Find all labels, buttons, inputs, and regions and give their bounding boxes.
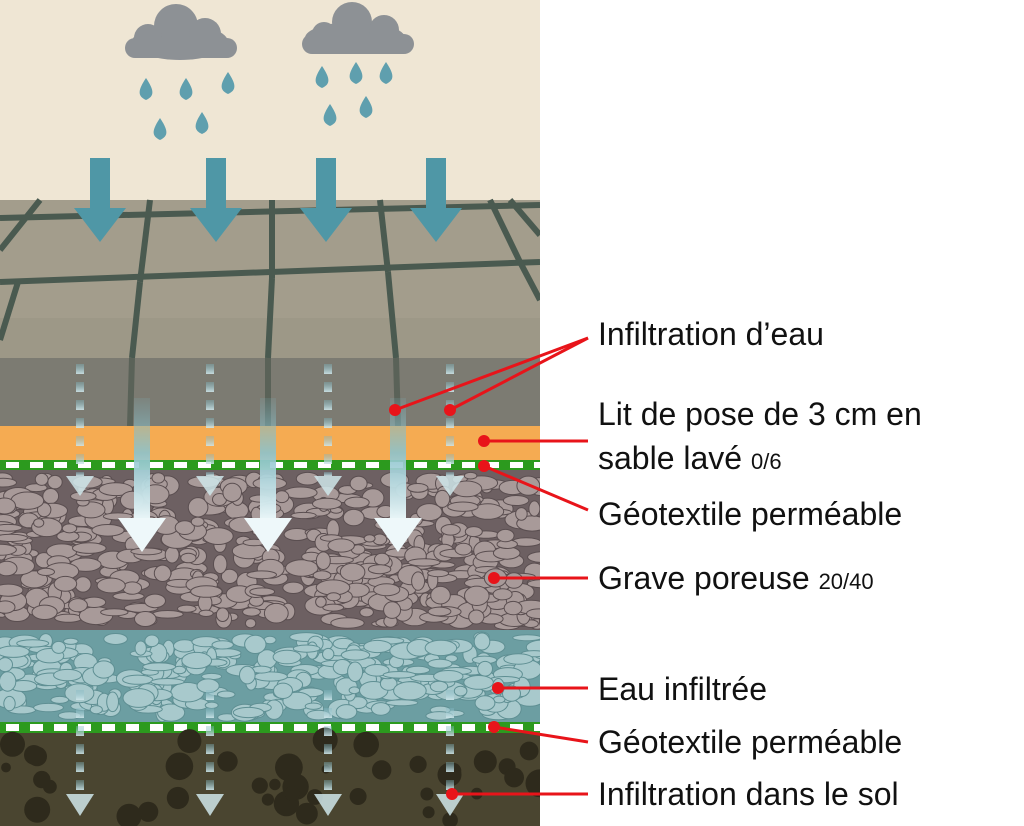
water-layer — [0, 630, 540, 723]
arrow-down-icon — [314, 364, 342, 496]
raindrop-icon — [153, 118, 167, 140]
leader-lines — [394, 336, 589, 796]
leader-dots — [389, 404, 504, 800]
arrow-down-icon — [374, 398, 422, 552]
arrow-down-icon — [244, 398, 292, 552]
label-gravel-text: Grave poreuse — [598, 560, 810, 596]
arrow-down-icon — [314, 690, 342, 816]
arrow-down-icon — [196, 690, 224, 816]
label-geotextile-bottom: Géotextile perméable — [598, 724, 902, 760]
label-geotextile-top-text: Géotextile perméable — [598, 496, 903, 532]
label-soil: Infiltration dans le sol — [598, 776, 899, 812]
raindrop-icon — [195, 112, 209, 134]
label-infiltration-text: Infiltration d’eau — [598, 316, 824, 352]
arrow-down-icon — [118, 398, 422, 552]
arrow-down-icon — [66, 690, 464, 816]
label-gravel: Grave poreuse 20/40 — [598, 560, 874, 600]
label-sand-bed: Lit de pose de 3 cm en sable lavé 0/6 — [598, 396, 922, 480]
cloud-icon — [125, 4, 237, 60]
label-infiltration: Infiltration d’eau — [598, 316, 824, 352]
raindrop-icon — [349, 62, 363, 84]
geotextile-bottom — [0, 722, 540, 733]
label-gravel-grading: 20/40 — [818, 569, 874, 594]
raindrop-icon — [221, 72, 235, 94]
label-water: Eau infiltrée — [598, 671, 767, 707]
arrow-down-icon — [66, 364, 94, 496]
arrow-down-icon — [66, 364, 464, 496]
pavers-layer — [0, 198, 540, 427]
arrow-down-icon — [118, 398, 166, 552]
gravel-layer — [0, 470, 540, 631]
arrow-down-icon — [74, 158, 462, 242]
label-soil-text: Infiltration dans le sol — [598, 776, 899, 812]
label-water-text: Eau infiltrée — [598, 671, 767, 707]
label-geotextile-bottom-text: Géotextile perméable — [598, 724, 903, 760]
sky-layer — [0, 0, 540, 200]
label-sand-grading: 0/6 — [750, 449, 782, 474]
raindrop-icon — [315, 66, 329, 88]
arrow-down-icon — [436, 690, 464, 816]
raindrop-icon — [359, 96, 373, 118]
raindrop-icon — [139, 62, 393, 140]
label-sand-bed-line1: Lit de pose de 3 cm en — [598, 396, 922, 432]
raindrop-icon — [323, 104, 337, 126]
arrow-down-icon — [300, 158, 352, 242]
arrow-down-icon — [410, 158, 462, 242]
label-geotextile-top: Géotextile perméable — [598, 496, 902, 532]
label-sand-bed-line2: sable lavé — [598, 440, 743, 476]
arrow-down-icon — [190, 158, 242, 242]
raindrop-icon — [379, 62, 393, 84]
raindrop-icon — [179, 78, 193, 100]
arrow-down-icon — [74, 158, 126, 242]
cloud-icon — [302, 2, 414, 54]
arrow-down-icon — [66, 690, 94, 816]
raindrop-icon — [139, 78, 153, 100]
arrow-down-icon — [196, 364, 224, 496]
